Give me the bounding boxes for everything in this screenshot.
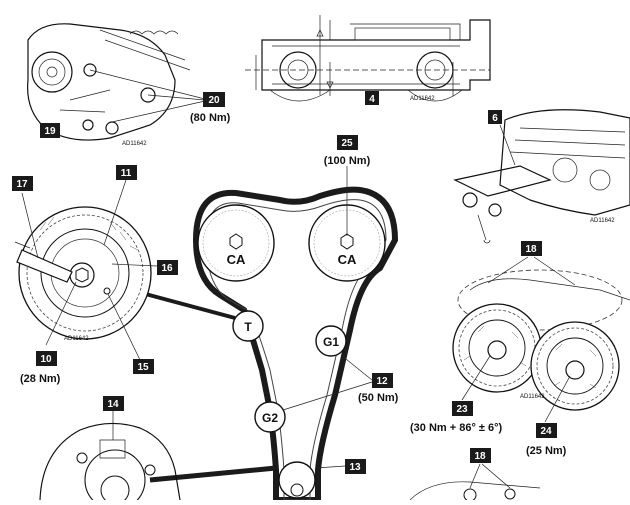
callout-25-label: 25 [341, 138, 353, 149]
tensioner-detail-illustration [14, 206, 152, 340]
leader-18b-right [481, 463, 511, 489]
callout-4-label: 4 [369, 94, 375, 105]
callout-14: 14 [103, 396, 124, 411]
cam-holding-tool-illustration [27, 23, 206, 141]
callout-6-label: 6 [492, 113, 498, 124]
camshaft-pulleys-detail-illustration [452, 269, 630, 411]
crankshaft-pulley-partial [278, 461, 316, 499]
leader-17 [21, 192, 39, 259]
leader-18a-left [487, 256, 529, 284]
torque-25: (100 Nm) [324, 155, 371, 167]
camshaft-pulley-right: CA [308, 204, 386, 282]
bottom-right-detail-illustration [409, 481, 541, 502]
callout-4: 4 [365, 91, 379, 105]
callout-18-top-label: 18 [525, 244, 537, 255]
torque-20: (80 Nm) [190, 112, 231, 124]
leader-12a [340, 354, 373, 381]
cylinder-head-side-view [245, 15, 491, 102]
callout-11-label: 11 [121, 168, 132, 179]
callout-24-label: 24 [540, 426, 552, 437]
callout-12: 12 [372, 373, 393, 388]
camshaft-pulley-left: CA [197, 204, 275, 282]
callout-18-bottom: 18 [470, 448, 491, 463]
callout-12-label: 12 [376, 376, 388, 387]
callout-13-label: 13 [349, 462, 361, 473]
pulley-g2-label: G2 [262, 411, 278, 425]
callout-25: 25 [337, 135, 358, 150]
callout-18-bottom-label: 18 [474, 451, 486, 462]
torque-12: (50 Nm) [358, 392, 399, 404]
callout-16: 16 [157, 260, 178, 275]
idler-pulley-g2: G2 [254, 401, 286, 433]
pulley-t-label: T [244, 320, 252, 334]
pulley-ca-right-label: CA [338, 252, 357, 267]
drawing-code: AD11642 [520, 394, 545, 400]
drawing-code: AD11642 [590, 218, 615, 224]
callout-24: 24 [536, 423, 557, 438]
callout-19: 19 [40, 123, 60, 138]
callout-19-label: 19 [44, 126, 56, 137]
leader-11 [103, 179, 127, 246]
leader-18b-left [469, 463, 481, 489]
callout-20: 20 [203, 92, 225, 107]
bottom-left-detail-illustration [39, 422, 181, 505]
tensioner-pulley: T [232, 310, 264, 342]
drawing-code: AD11642 [410, 96, 435, 102]
leader-10 [45, 281, 77, 346]
pulley-g1-label: G1 [323, 335, 339, 349]
callout-23-label: 23 [456, 404, 468, 415]
leader-18a-right [533, 256, 576, 286]
callout-6: 6 [488, 110, 502, 124]
leader-24 [544, 375, 571, 423]
leader-23 [461, 355, 491, 401]
leader-15 [107, 293, 142, 363]
callout-17: 17 [12, 176, 33, 191]
callout-18-top: 18 [521, 241, 542, 256]
callout-14-label: 14 [107, 399, 119, 410]
callout-15-label: 15 [137, 362, 149, 373]
torque-24: (25 Nm) [526, 445, 567, 457]
callout-23: 23 [452, 401, 473, 416]
drawing-code: AD11642 [122, 141, 147, 147]
callout-20-label: 20 [208, 95, 220, 106]
drawing-code: AD11642 [64, 336, 89, 342]
leader-12b [282, 381, 373, 411]
pulley-ca-left-label: CA [227, 252, 246, 267]
callout-17-label: 17 [16, 179, 28, 190]
callout-13: 13 [345, 459, 366, 474]
torque-23: (30 Nm + 86° ± 6°) [410, 422, 503, 434]
setting-tool-illustration [453, 109, 630, 244]
leader-13 [315, 465, 346, 469]
leader-16 [111, 263, 158, 267]
torque-10: (28 Nm) [20, 373, 61, 385]
callout-10: 10 [36, 351, 57, 366]
callout-16-label: 16 [161, 263, 173, 274]
idler-pulley-g1: G1 [315, 325, 347, 357]
callout-10-label: 10 [40, 354, 52, 365]
callout-15: 15 [133, 359, 154, 374]
callout-11: 11 [116, 165, 137, 180]
